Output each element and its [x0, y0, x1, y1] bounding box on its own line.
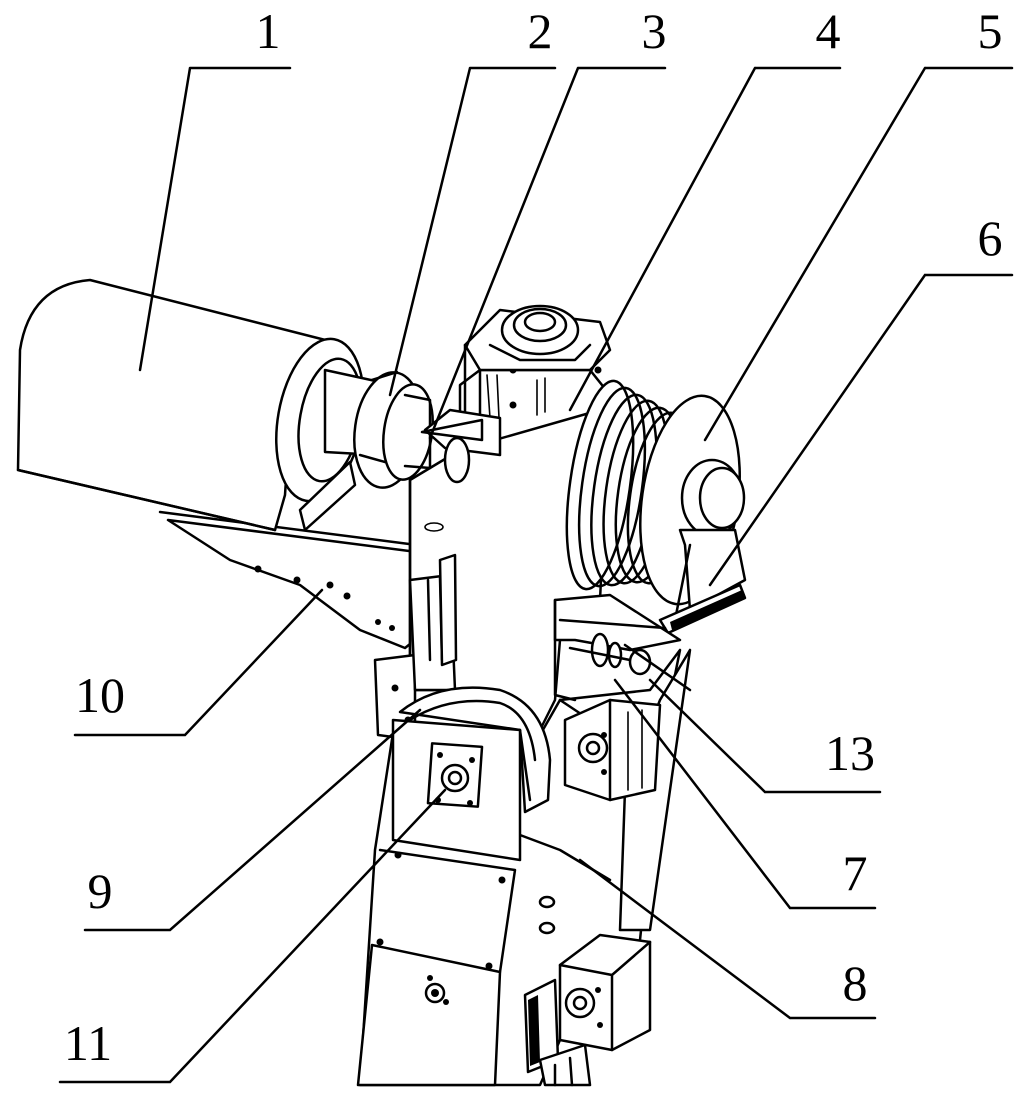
callout-7: 7: [843, 845, 868, 901]
callout-9: 9: [88, 863, 113, 919]
leader-9: [85, 710, 420, 930]
callout-1: 1: [256, 3, 281, 59]
callout-6: 6: [978, 210, 1003, 266]
callout-3: 3: [642, 3, 667, 59]
callout-13: 13: [825, 725, 875, 781]
callout-2: 2: [528, 3, 553, 59]
callout-4: 4: [816, 3, 841, 59]
callout-10: 10: [75, 667, 125, 723]
arm-bearing-block: [428, 743, 482, 806]
callout-8: 8: [843, 955, 868, 1011]
callout-5: 5: [978, 3, 1003, 59]
callout-11: 11: [64, 1015, 112, 1071]
leader-6: [710, 275, 1012, 585]
right-bearing-block: [565, 700, 660, 800]
motor: [18, 280, 380, 530]
leader-4: [570, 68, 840, 410]
motor-bracket: [160, 512, 440, 648]
leader-5: [705, 68, 1012, 440]
